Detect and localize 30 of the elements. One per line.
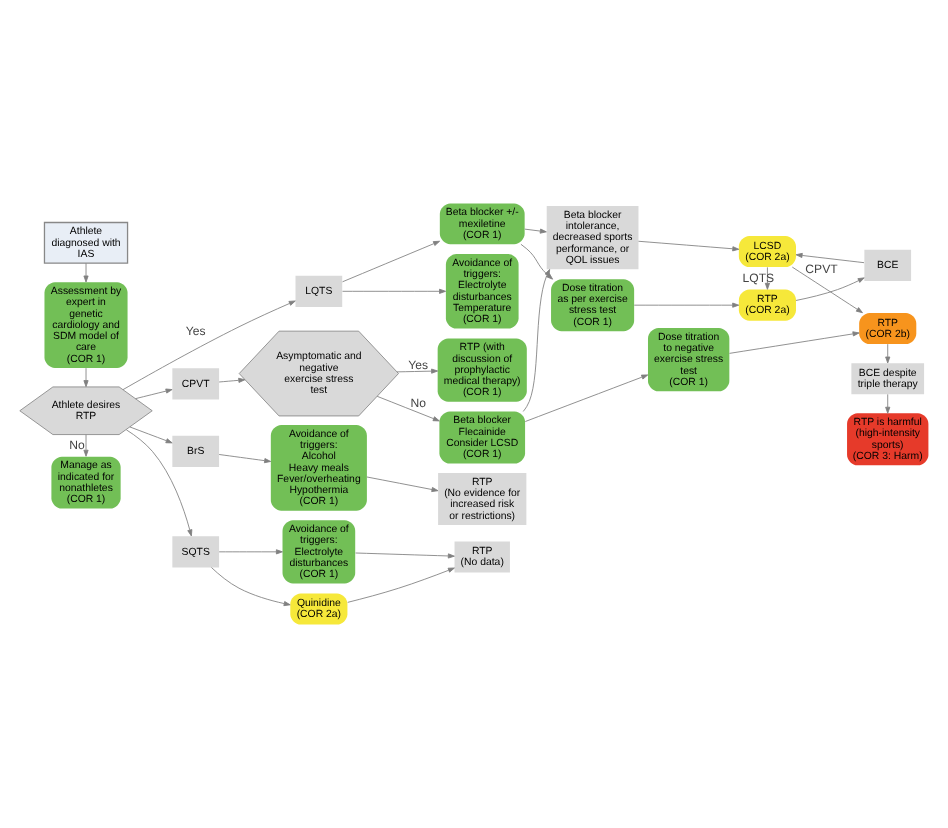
arrow (129, 426, 173, 444)
arrow (125, 429, 193, 537)
arrow (885, 343, 891, 364)
arrow (347, 567, 455, 603)
arrow (524, 374, 649, 422)
arrow (396, 368, 439, 374)
arrow (355, 552, 455, 559)
arrow (795, 252, 865, 264)
arrow (633, 302, 740, 308)
arrow (366, 476, 439, 493)
arrow (218, 454, 272, 464)
arrow (729, 331, 860, 354)
arrow (342, 288, 446, 294)
arrow (218, 377, 246, 383)
arrow (376, 395, 440, 422)
arrow (524, 228, 547, 234)
arrow (83, 434, 89, 457)
arrow (522, 269, 551, 412)
arrow (795, 277, 865, 301)
arrow (83, 262, 89, 283)
arrow (211, 567, 291, 607)
arrow (135, 388, 173, 400)
arrow (218, 549, 283, 555)
arrow (342, 240, 441, 283)
arrow (791, 266, 863, 314)
arrow (520, 243, 554, 280)
arrow (638, 240, 740, 252)
arrow (83, 367, 89, 388)
arrow (122, 300, 296, 391)
arrow (885, 393, 891, 414)
